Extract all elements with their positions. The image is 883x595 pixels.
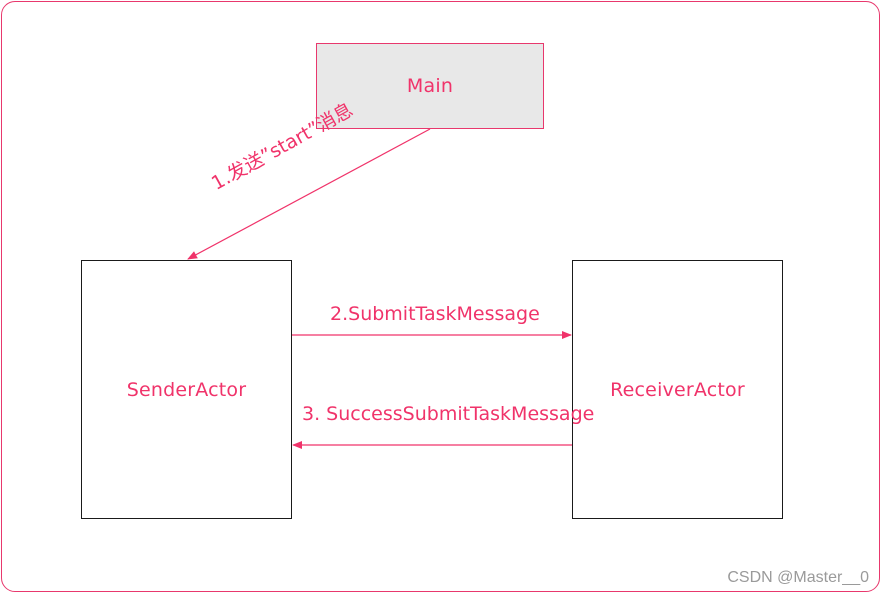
watermark-text: CSDN @Master__0 [727,569,869,586]
main-node: Main [316,43,544,129]
sender-actor-node: SenderActor [81,260,292,519]
edge-label-2: 2.SubmitTaskMessage [330,303,540,325]
edge-label-3: 3. SuccessSubmitTaskMessage [302,403,595,425]
sender-actor-label: SenderActor [126,378,247,401]
edge-main-to-sender [187,128,431,260]
receiver-actor-node: ReceiverActor [572,260,783,519]
receiver-actor-label: ReceiverActor [610,378,745,401]
main-node-label: Main [406,75,454,97]
